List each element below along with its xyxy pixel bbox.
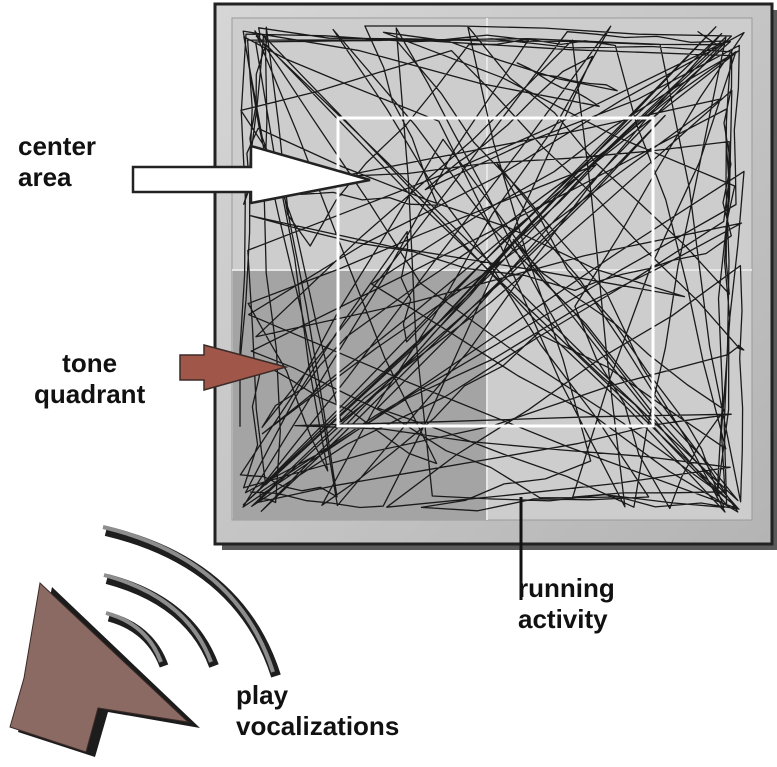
track-path (239, 25, 745, 513)
speaker-icon (9, 581, 200, 757)
tone-quadrant-label-line2: quadrant (34, 379, 146, 409)
play-vocalizations-label-line1: play (236, 680, 289, 710)
center-area-label-line1: center (18, 131, 97, 161)
tone-quadrant-label: tone quadrant (34, 348, 145, 410)
sound-wave-icon (102, 525, 281, 678)
running-activity-label-line2: activity (518, 604, 608, 634)
brown-arrow-icon (179, 344, 289, 391)
white-arrow-icon (131, 144, 371, 205)
tone-quadrant-label-line1: tone (62, 348, 118, 378)
play-vocalizations-label-line2: vocalizations (236, 711, 400, 741)
running-activity-label: running activity (518, 573, 615, 635)
running-track (239, 25, 745, 513)
center-area-label-line2: area (18, 162, 72, 192)
running-activity-label-line1: running (518, 573, 615, 603)
center-area-label: center area (18, 131, 96, 193)
play-vocalizations-label: play vocalizations (236, 680, 399, 742)
center-area-outline (336, 116, 655, 428)
